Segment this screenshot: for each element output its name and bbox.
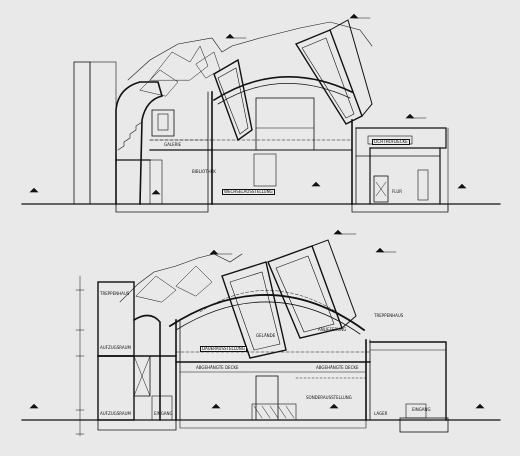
top-background-roof-outline (127, 21, 373, 81)
top-tilted-box-right-inner (301, 37, 355, 119)
top-foundation-right (351, 203, 449, 213)
top-tilted-box-left-inner (217, 67, 249, 135)
top-roof-arch-inner (217, 83, 351, 105)
top-section (21, 13, 501, 213)
bottom-pit-hatching (253, 405, 295, 419)
top-door-swing-2 (375, 181, 387, 197)
bottom-dimension-ticks (75, 289, 85, 435)
bottom-level-marker-1 (209, 249, 219, 255)
bottom-roof-facet-2 (175, 265, 213, 297)
label-lager: LAGER (374, 411, 388, 416)
top-level-marker-3 (405, 113, 415, 119)
label-lichthofdecke: LICHTHOFDECKE (372, 139, 410, 145)
top-right-column (417, 169, 429, 201)
top-right-door (373, 175, 389, 203)
bottom-level-leaders (213, 233, 397, 255)
bottom-elevator-x2 (133, 355, 151, 397)
top-roof-facet-1 (149, 45, 209, 81)
bottom-roof-facet-1 (135, 275, 177, 303)
bottom-level-marker-7 (475, 403, 485, 409)
top-tilted-box-side (329, 19, 373, 117)
bottom-right-door (405, 403, 427, 419)
bottom-tilted-box-left-inner (229, 271, 281, 351)
top-tilted-box-right (294, 29, 363, 125)
bottom-foundation-left (97, 419, 177, 431)
bottom-roof-arch-inner (175, 301, 361, 335)
top-right-wing-walls (369, 147, 441, 205)
bottom-level-marker-4 (211, 403, 221, 409)
bottom-level-marker-5 (329, 403, 339, 409)
top-right-wing-roof (355, 127, 447, 149)
top-tilted-box-left (213, 58, 253, 142)
top-stair-tower (115, 81, 163, 205)
bottom-tilted-box-left (221, 261, 287, 359)
label-aufzugsraum-top: AUFZUGSRAUM (100, 345, 132, 350)
top-roof-facet-2 (139, 69, 179, 97)
top-stair-run (117, 121, 143, 151)
label-gelaende: GELÄNDE (256, 333, 276, 338)
bottom-tilted-box-right (267, 245, 343, 339)
label-galerie: GALERIE (164, 142, 182, 147)
label-eingang: EINGANG (154, 411, 173, 416)
top-level-marker-4 (311, 181, 321, 187)
top-level-leaders (229, 17, 427, 119)
label-treppenhaus: TREPPENHAUS (100, 291, 130, 296)
bottom-roof-arch (168, 294, 366, 332)
bottom-hatched-pit (251, 403, 297, 421)
bottom-entrance-door (151, 395, 173, 421)
bottom-foundation-mid (179, 419, 367, 429)
bottom-curved-wall (132, 314, 161, 421)
top-left-tower (73, 61, 91, 205)
top-level-marker-1 (349, 13, 359, 19)
top-roof-facet-3 (195, 51, 221, 79)
bottom-tilted-box-right-inner (275, 255, 335, 333)
top-hall-opening (255, 97, 315, 151)
label-anlieferung: ANLIEFERUNG (318, 327, 347, 332)
top-level-marker-5 (151, 189, 161, 195)
bottom-tilted-box-side (311, 239, 357, 329)
label-eingang-right: EINGANG (412, 407, 431, 412)
label-wechselausstellung: WECHSELAUSSTELLUNG (222, 189, 275, 195)
top-level-marker-2 (225, 33, 235, 39)
bottom-right-wing (369, 341, 447, 421)
top-hall-door (253, 153, 277, 187)
bottom-section (21, 229, 501, 437)
label-abgehaengte-decke-2: ABGEHÄNGTE DECKE (316, 365, 359, 370)
top-roof-arch (212, 76, 354, 102)
label-dauerausstellung: DAUERAUSSTELLUNG (200, 346, 247, 352)
label-treppenhaus-right: TREPPENHAUS (374, 313, 404, 318)
top-foundation-left (115, 203, 209, 213)
label-abgehaengte-decke-1: ABGEHÄNGTE DECKE (196, 365, 239, 370)
top-level-marker-6 (29, 187, 39, 193)
label-sonderausstellung: SONDERAUSSTELLUNG (306, 395, 352, 400)
bottom-level-marker-3 (375, 247, 385, 253)
top-left-tower-annex (89, 61, 117, 205)
label-flur: FLUR (392, 189, 403, 194)
top-window (151, 109, 175, 137)
bottom-level-marker-2 (333, 229, 343, 235)
top-door-left (149, 159, 163, 205)
bottom-background-roof-outline (119, 253, 243, 303)
label-aufzugsraum-bottom: AUFZUGSRAUM (100, 411, 132, 416)
top-level-marker-7 (457, 183, 467, 189)
bottom-level-marker-6 (29, 403, 39, 409)
label-bibliothek: BIBLIOTHEK (192, 169, 216, 174)
top-window-inner (157, 113, 169, 131)
bottom-roof-arch-dashed (199, 290, 347, 319)
